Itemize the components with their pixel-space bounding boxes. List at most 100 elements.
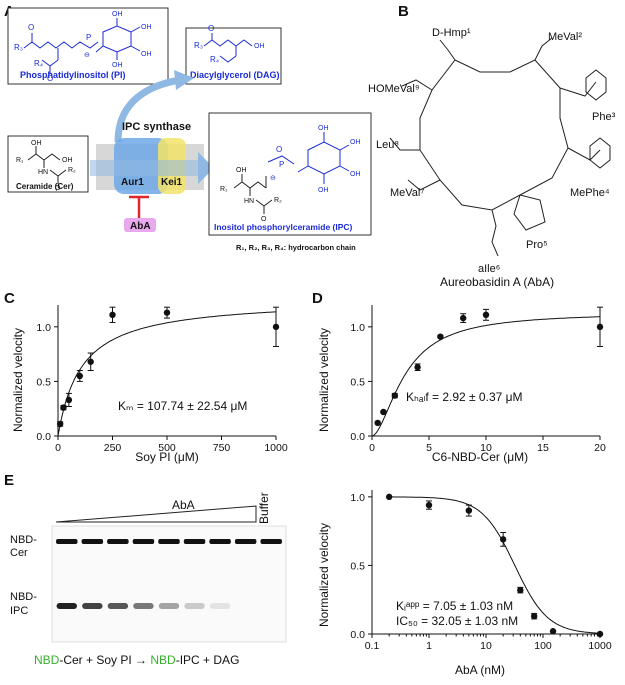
data-point [482, 311, 490, 319]
x-tick-label: 0 [55, 442, 61, 454]
band-nbd-ipc [107, 603, 129, 609]
data-point [56, 420, 64, 428]
phe3-ring [585, 69, 607, 101]
pi-o2: O [47, 74, 53, 83]
dag-r4: R₄ [210, 55, 219, 64]
kei1-label: Kei1 [161, 177, 183, 188]
ipc-r1: R₁ [220, 186, 228, 193]
y-tick-label: 0.0 [350, 629, 365, 641]
x-tick-label: 10 [480, 640, 492, 652]
dag-label: Diacylglycerol (DAG) [190, 70, 280, 80]
panel-e-gel: AbA Buffer NBD- Cer NBD- IPC NBD-Cer + S… [10, 492, 287, 667]
x-tick-label: 0.1 [365, 640, 380, 652]
ipc-oh5: OH [236, 167, 247, 174]
residue-5: Pro⁵ [526, 239, 548, 251]
ipc-o2: O [261, 216, 267, 223]
residue-7: MeVal⁷ [390, 187, 424, 199]
cer-structure [27, 146, 67, 184]
data-point [374, 419, 381, 427]
ipc-hn: HN [244, 198, 254, 205]
ipc-r2: R₂ [274, 197, 282, 204]
data-point [163, 309, 171, 316]
meval2-sidechain [534, 37, 553, 61]
reaction-part-1: -Cer + Soy PI → [59, 653, 150, 667]
phe3-sidechain [559, 81, 597, 97]
residue-8: Leu⁸ [376, 139, 399, 151]
ipc-oh1: OH [318, 125, 329, 132]
aile6-sidechain [491, 209, 499, 257]
chart-e-ylabel: Normalized velocity [317, 523, 331, 627]
dag-arrow-head [174, 70, 194, 90]
chart-e-xlabel: AbA (nM) [455, 663, 505, 677]
ipc-oh2: OH [350, 139, 361, 146]
band-nbd-cer [234, 539, 257, 544]
band-cer-label-1: NBD- [10, 534, 37, 546]
band-nbd-cer [260, 539, 282, 544]
pi-oh2: OH [141, 24, 152, 31]
band-nbd-cer [81, 539, 104, 544]
fit-curve [371, 316, 600, 437]
pi-oh3: OH [141, 51, 152, 58]
gel-buffer-label: Buffer [257, 492, 271, 524]
ipc-arrow-head [198, 152, 214, 184]
chart-c-annotation: Kₘ = 107.74 ± 22.54 μM [118, 399, 247, 413]
chart-c-ylabel: Normalized velocity [11, 328, 25, 432]
residue-4: MePhe⁴ [570, 187, 610, 199]
reaction-nbd-2: NBD [150, 653, 176, 667]
cer-oh2: OH [62, 157, 73, 164]
chain-footnote: R₁, R₂, R₃, R₄: hydrocarbon chain [236, 243, 356, 252]
fit-curve [57, 311, 277, 437]
dag-arrow-stem [114, 76, 181, 143]
band-nbd-cer [132, 539, 155, 544]
gel-image [51, 525, 287, 643]
panel-a: R₃ O R₄ O P ⊖ OH OH OH OH Phosphatidylin… [7, 7, 372, 252]
band-nbd-ipc [82, 603, 103, 609]
y-tick-label: 1.0 [36, 322, 51, 334]
mephe4-sidechain [567, 147, 601, 161]
residue-2: MeVal² [548, 31, 582, 43]
band-nbd-cer [209, 539, 231, 544]
chart-c-xlabel: Soy PI (μM) [135, 450, 199, 464]
data-point [549, 628, 557, 635]
ipc-o: O [276, 145, 282, 154]
band-nbd-ipc [209, 603, 231, 609]
pro5-ring [513, 194, 546, 231]
data-point [65, 396, 73, 404]
chart-d: Normalized velocity C6-NBD-Cer (μM) Kₕₐₗ… [317, 305, 606, 464]
data-point [76, 372, 84, 380]
x-tick-label: 500 [158, 442, 176, 454]
band-nbd-cer [158, 539, 180, 544]
data-point [272, 323, 280, 331]
ipc-label: Inositol phosphorylceramide (IPC) [214, 222, 353, 232]
data-point [437, 333, 444, 340]
x-tick-label: 750 [213, 442, 231, 454]
cer-oh1: OH [31, 140, 42, 147]
x-tick-label: 5 [426, 442, 432, 454]
panel-label-e: E [4, 472, 14, 489]
fit-curve [389, 496, 600, 634]
data-point [414, 364, 421, 371]
ipc-box [208, 112, 372, 236]
pi-r4: R₄ [34, 59, 43, 68]
x-tick-label: 10 [480, 442, 492, 454]
aba-macrocycle [419, 59, 569, 211]
pi-o1: O [28, 23, 34, 32]
pi-oh1: OH [112, 11, 123, 18]
aba-badge-label: AbA [130, 221, 151, 232]
reaction-equation: NBD-Cer + Soy PI → NBD-IPC + DAG [34, 653, 239, 667]
ipc-structure [233, 132, 350, 214]
data-point [109, 311, 116, 319]
band-cer-label-2: Cer [10, 547, 28, 559]
aur1-label: Aur1 [121, 177, 144, 188]
cer-hn: HN [38, 169, 48, 176]
cer-box [7, 135, 89, 193]
x-tick-label: 20 [594, 442, 606, 454]
data-point [499, 536, 507, 543]
band-ipc-label-2: IPC [10, 605, 28, 617]
aba-badge [124, 218, 156, 232]
aba-caption: Aureobasidin A (AbA) [440, 275, 554, 289]
data-point [385, 493, 393, 501]
y-tick-label: 0.0 [36, 431, 51, 443]
hmp-sidechain [439, 39, 456, 61]
